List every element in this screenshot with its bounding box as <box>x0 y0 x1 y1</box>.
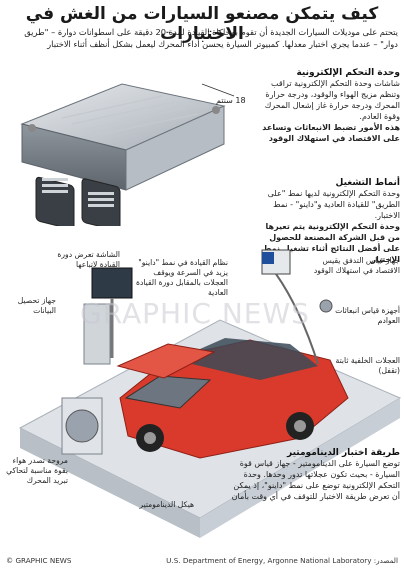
modes-emphasis: وحدة التحكم الإلكترونية يتم تعيرها من قب… <box>263 222 400 264</box>
ecu-emphasis: هذه الأمور تضبط الانبعاثات وتساعد على ال… <box>262 123 400 143</box>
ecu-heading: وحدة التحكم الإلكترونية <box>296 68 400 78</box>
label-fan: مروحة تصدر هواء بقوة مناسبة لتحاكي تبريد… <box>6 456 68 485</box>
dyno-body: توضع السيارة على الدينامومتير - جهاز قيا… <box>231 459 400 501</box>
label-frame: هيكل الدينامومتير <box>139 500 194 509</box>
modes-heading: أنماط التشغيل <box>335 178 400 188</box>
modes-body: وحدة التحكم الإلكترونية لديها نمط "على ا… <box>267 189 400 220</box>
ecu-illustration <box>20 83 235 226</box>
label-flow-meter: جهاز قياس التدفق يقيس الاقتصاد في استهلا… <box>313 256 400 275</box>
dyno-heading: طريقة اختبار الدينامومتير <box>287 448 400 458</box>
ecu-body: شاشات وحدة التحكم الإلكترونية تراقب وتنظ… <box>264 79 400 121</box>
credit: © GRAPHIC NEWS <box>6 556 72 565</box>
label-emission-meters: أجهزة قياس انبعاثات العوادم <box>335 306 400 325</box>
dyno-scene-illustration <box>18 249 402 538</box>
modes-section: أنماط التشغيل وحدة التحكم الإلكترونية لد… <box>252 178 400 265</box>
dyno-section: طريقة اختبار الدينامومتير توضع السيارة ع… <box>224 448 400 502</box>
intro-text: يتحتم على موديلات السيارات الجديدة أن تق… <box>24 27 398 49</box>
label-dyno-mode: نظام القيادة في نمط "داينو" يزيد في السر… <box>136 258 228 297</box>
source: المصدر: U.S. Department of Energy, Argon… <box>166 556 398 565</box>
ecu-dimension-label: 18 سنتم <box>216 96 246 105</box>
ecu-section: وحدة التحكم الإلكترونية شاشات وحدة التحك… <box>252 68 400 144</box>
page-title: كيف يتمكن مصنعو السيارات من الغش في الاخ… <box>25 4 379 44</box>
label-screen: الشاشة تعرض دورة القيادة لاتباعها <box>57 250 120 269</box>
label-rear-wheels: العجلات الخلفية ثابتة (تقفل) <box>335 356 400 375</box>
label-data-logger: جهاز تحصيل البيانات <box>17 296 56 315</box>
watermark: GRAPHIC NEWS <box>80 297 310 330</box>
